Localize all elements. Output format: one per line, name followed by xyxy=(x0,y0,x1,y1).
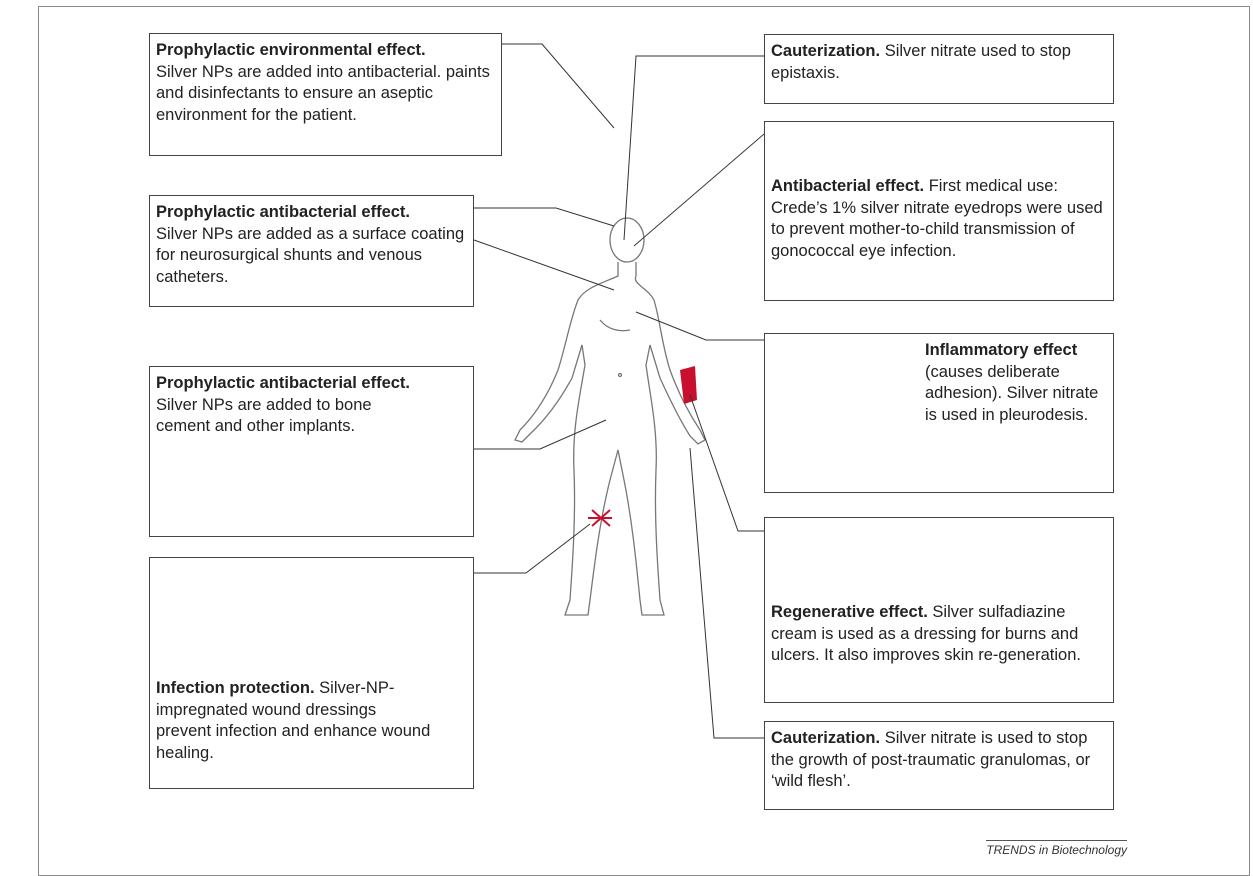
connector-regenerative xyxy=(690,395,764,531)
connector-coating xyxy=(474,208,614,226)
box-title: Antibacterial effect. xyxy=(771,177,924,195)
box-cauterization-epistaxis: Cauterization. Silver nitrate used to st… xyxy=(764,34,1114,104)
box-title: Prophylactic antibacterial effect. xyxy=(156,203,410,221)
connector-epistaxis xyxy=(624,56,764,240)
box-text: Silver NPs are added to bone cement and … xyxy=(156,395,426,438)
box-title: Prophylactic environmental effect. xyxy=(156,41,426,59)
box-cauterization-granuloma: Cauterization. Silver nitrate is used to… xyxy=(764,721,1114,810)
box-title: Regenerative effect. xyxy=(771,603,928,621)
box-title: Cauterization. xyxy=(771,42,880,60)
box-text: Silver NPs are added as a surface coatin… xyxy=(156,224,465,289)
box-title: Infection protection. xyxy=(156,679,315,697)
box-antibacterial-bone: Prophylactic antibacterial effect. Silve… xyxy=(149,366,474,537)
connector-granuloma xyxy=(690,448,764,738)
box-regenerative-effect: Regenerative effect. Silver sulfadiazine… xyxy=(764,517,1114,703)
human-figure xyxy=(515,218,705,615)
box-inflammatory-effect: Inflammatory effect (causes deliberate a… xyxy=(764,333,1114,493)
box-title: Prophylactic antibacterial effect. xyxy=(156,374,410,392)
leg-wound-mark xyxy=(588,510,612,526)
box-title: Cauterization. xyxy=(771,729,880,747)
box-environmental-effect: Prophylactic environmental effect. Silve… xyxy=(149,33,502,156)
box-title: Inflammatory effect xyxy=(925,341,1077,359)
box-text: (causes deliberate adhesion). Silver nit… xyxy=(925,362,1105,427)
box-body: Infection protection. Silver-NP-impregna… xyxy=(156,678,431,764)
box-text: Silver NPs are added into antibacterial.… xyxy=(156,62,493,127)
source-credit: TRENDS in Biotechnology xyxy=(986,840,1127,857)
box-antibacterial-coating: Prophylactic antibacterial effect. Silve… xyxy=(149,195,474,307)
box-antibacterial-eye: Antibacterial effect. First medical use:… xyxy=(764,121,1114,301)
connector-env xyxy=(502,44,614,128)
connector-coating-2 xyxy=(474,240,614,290)
box-infection-protection: Infection protection. Silver-NP-impregna… xyxy=(149,557,474,789)
connector-inflammatory xyxy=(636,312,764,340)
connector-eye xyxy=(634,134,764,246)
